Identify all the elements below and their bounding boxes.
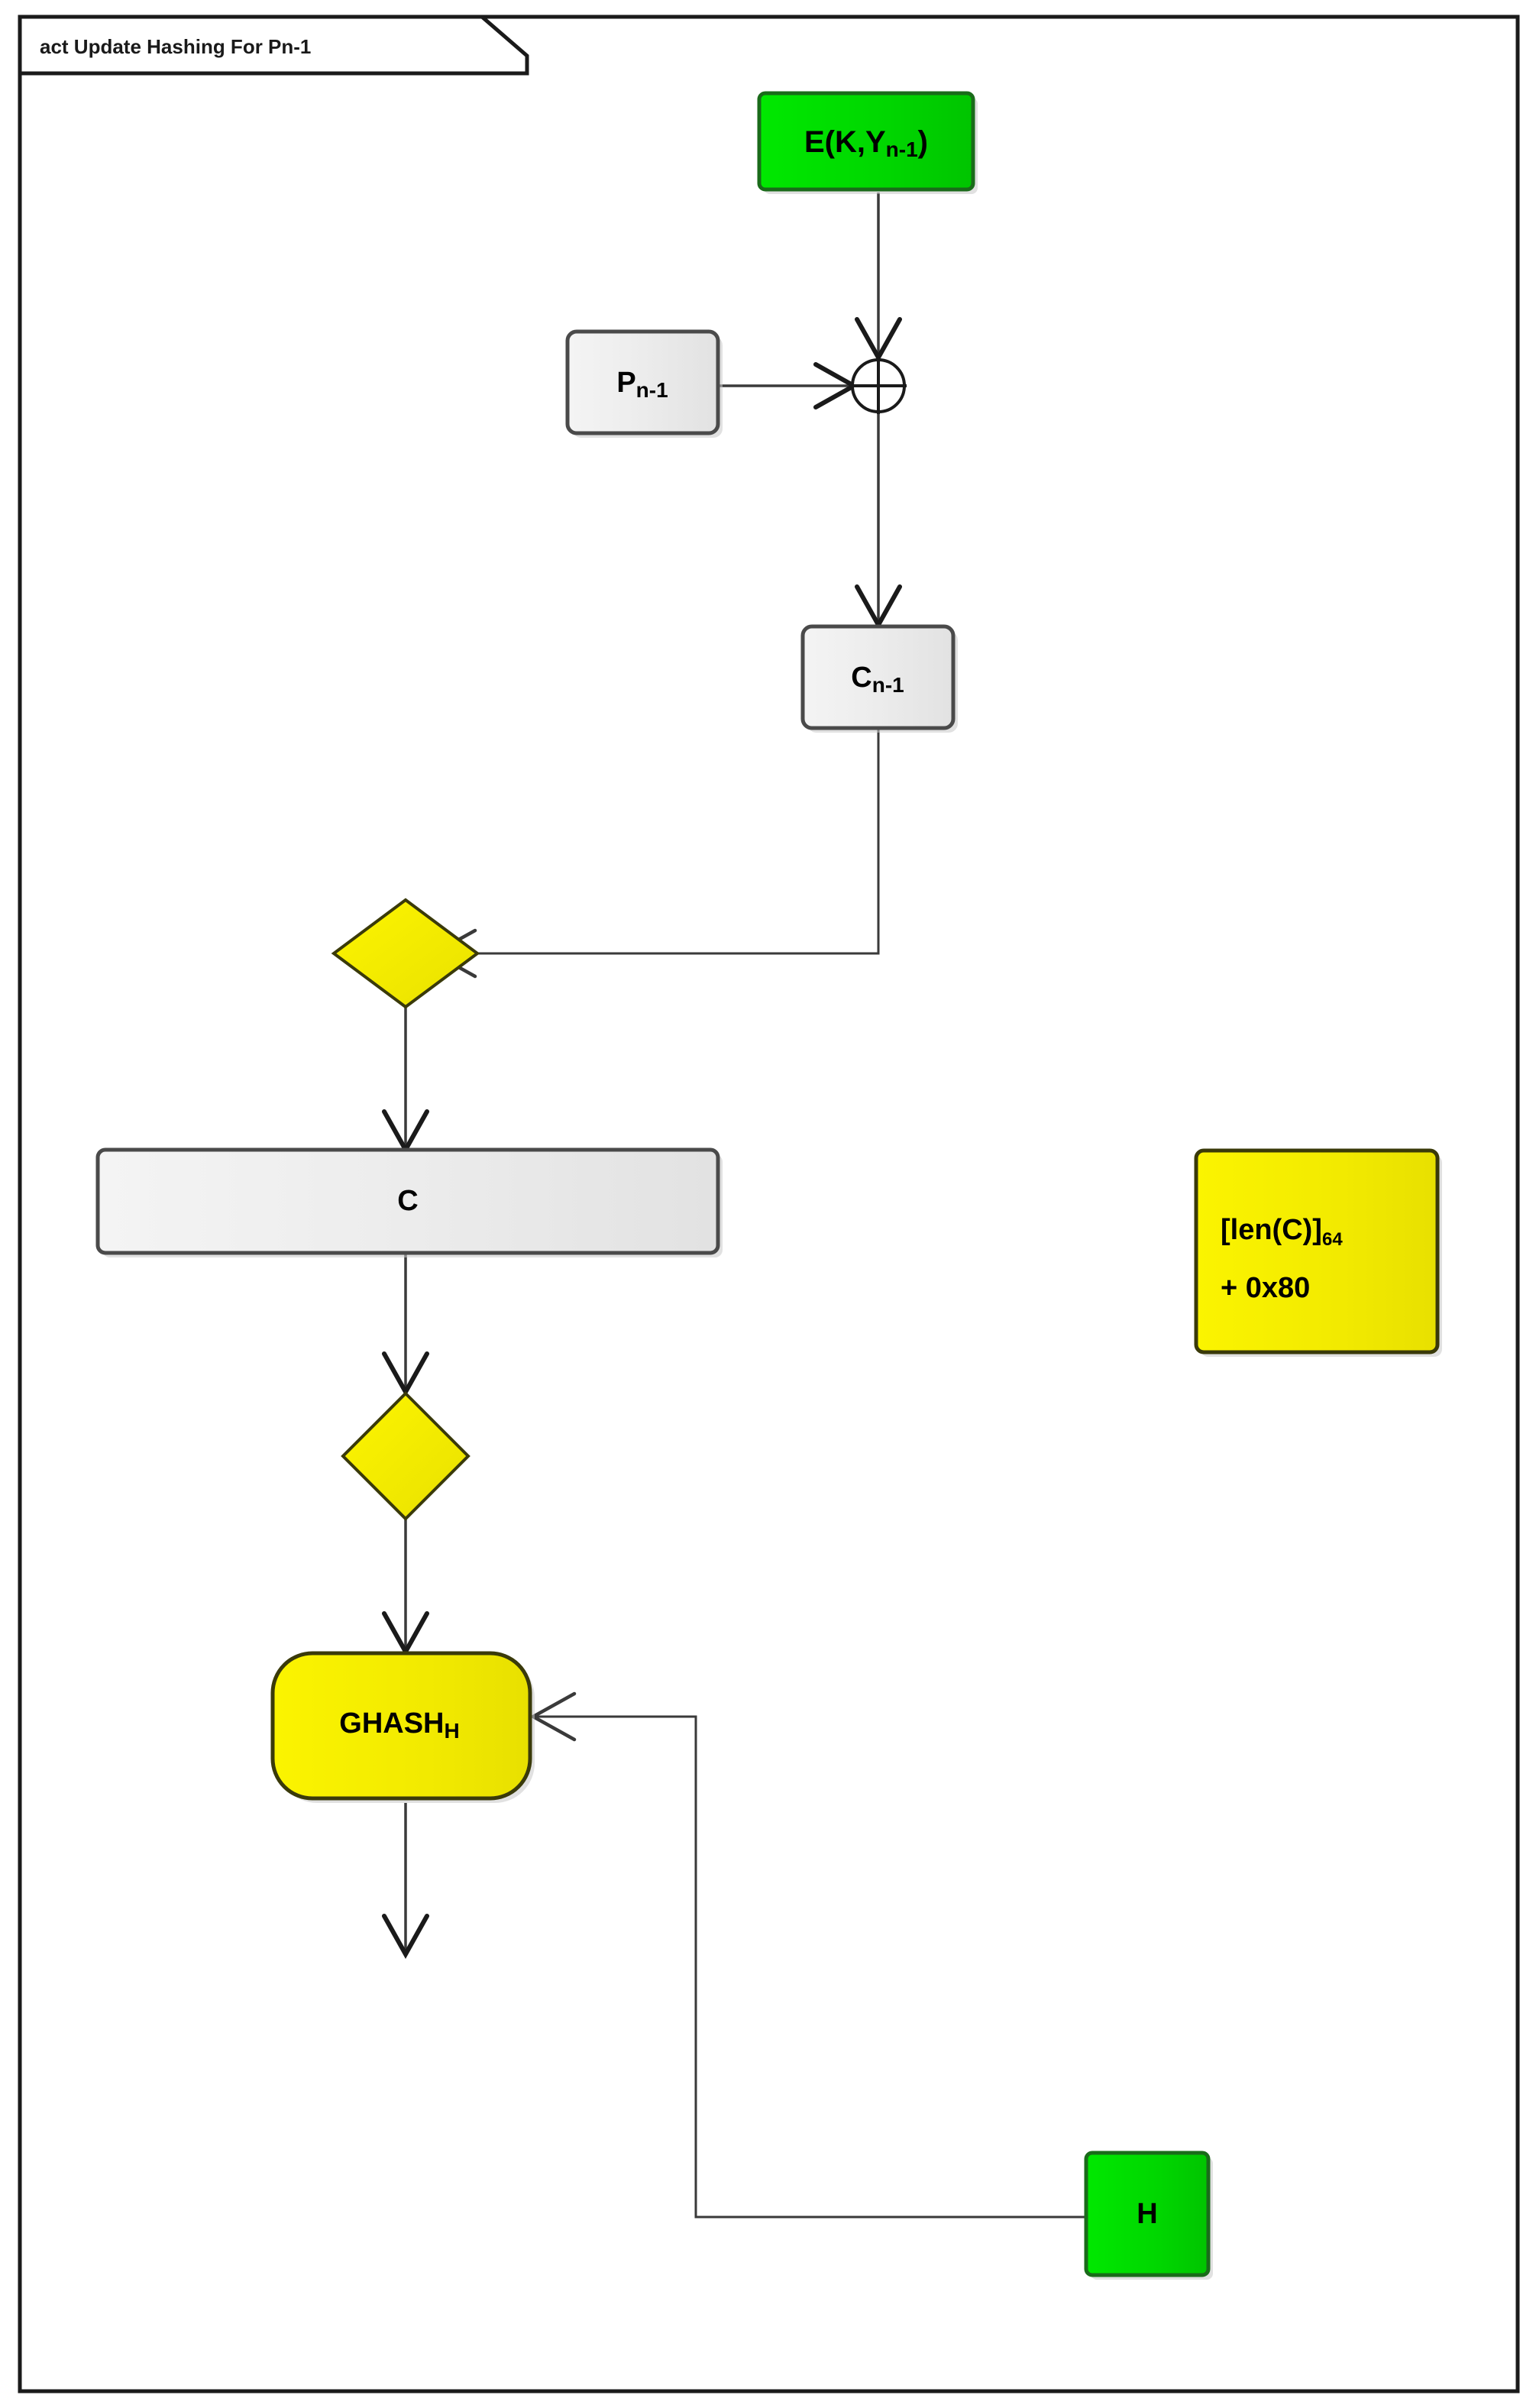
ghash-shape: [270, 1651, 532, 1801]
ciphertext-bar-shape: [95, 1147, 720, 1255]
node-encrypt[interactable]: E(K,Yn-1): [757, 91, 978, 194]
frame-title-label: act Update Hashing For Pn-1: [40, 35, 311, 58]
plaintext-label: Pn-1: [616, 367, 668, 402]
node-ciphertext-block[interactable]: Cn-1: [800, 624, 958, 733]
length-note-line2: + 0x80: [1221, 1272, 1310, 1304]
node-merge-lower[interactable]: [341, 1391, 471, 1521]
ciphertext-bar-label: C: [397, 1185, 418, 1217]
node-xor[interactable]: [850, 358, 907, 414]
ciphertext-block-label: Cn-1: [851, 662, 904, 697]
node-ghash[interactable]: GHASHH: [270, 1651, 535, 1803]
hash-key-shape: [1084, 2151, 1211, 2277]
length-note-shape: [1194, 1148, 1440, 1354]
ciphertext-block-shape: [800, 624, 956, 730]
length-note-line1: [len(C)]64: [1221, 1214, 1343, 1250]
node-hash-key[interactable]: H: [1084, 2151, 1213, 2280]
node-merge-upper[interactable]: [331, 898, 480, 1009]
merge-lower-shape: [341, 1391, 471, 1521]
encrypt-shape: [757, 91, 975, 192]
node-plaintext[interactable]: Pn-1: [565, 329, 723, 438]
ghash-label: GHASHH: [339, 1707, 459, 1743]
frame-title-tab: [18, 15, 529, 76]
hash-key-label: H: [1137, 2198, 1157, 2230]
node-ciphertext-bar[interactable]: C: [95, 1147, 723, 1257]
node-length-note[interactable]: [len(C)]64 + 0x80: [1194, 1148, 1442, 1357]
encrypt-label: E(K,Yn-1): [804, 125, 928, 162]
merge-upper-shape: [331, 898, 480, 1009]
plaintext-shape: [565, 329, 720, 435]
edge-ghash-to-output: [382, 1803, 429, 1960]
